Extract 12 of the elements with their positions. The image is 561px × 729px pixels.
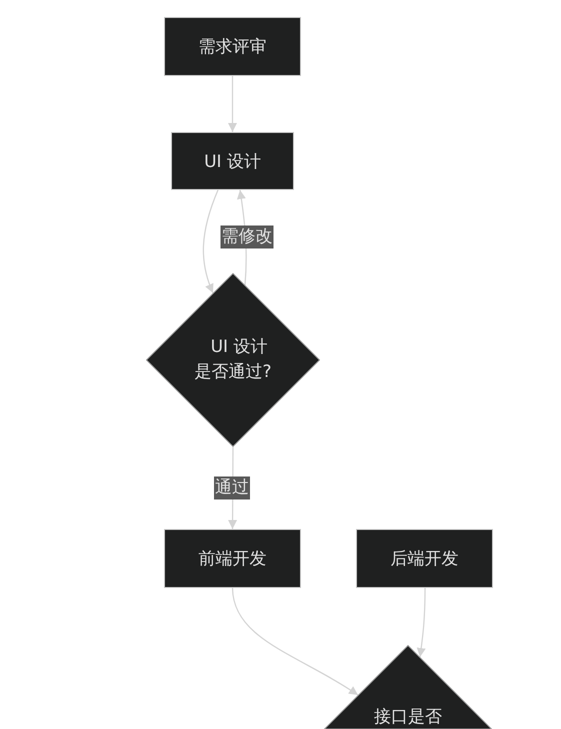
decision-text: UI 设计是否通过?: [193, 336, 273, 384]
arrow: [228, 76, 237, 132]
process-box: 需求评审: [164, 17, 301, 76]
arrow: [202, 190, 219, 294]
edge-label: 需修改: [220, 226, 274, 248]
process-box: 后端开发: [356, 529, 493, 588]
arrow: [416, 588, 426, 658]
arrow: [232, 588, 358, 696]
decision-text: 接口是否: [373, 706, 443, 729]
process-box: UI 设计: [171, 132, 294, 190]
process-box: 前端开发: [164, 529, 301, 588]
edge-label: 通过: [214, 476, 250, 500]
